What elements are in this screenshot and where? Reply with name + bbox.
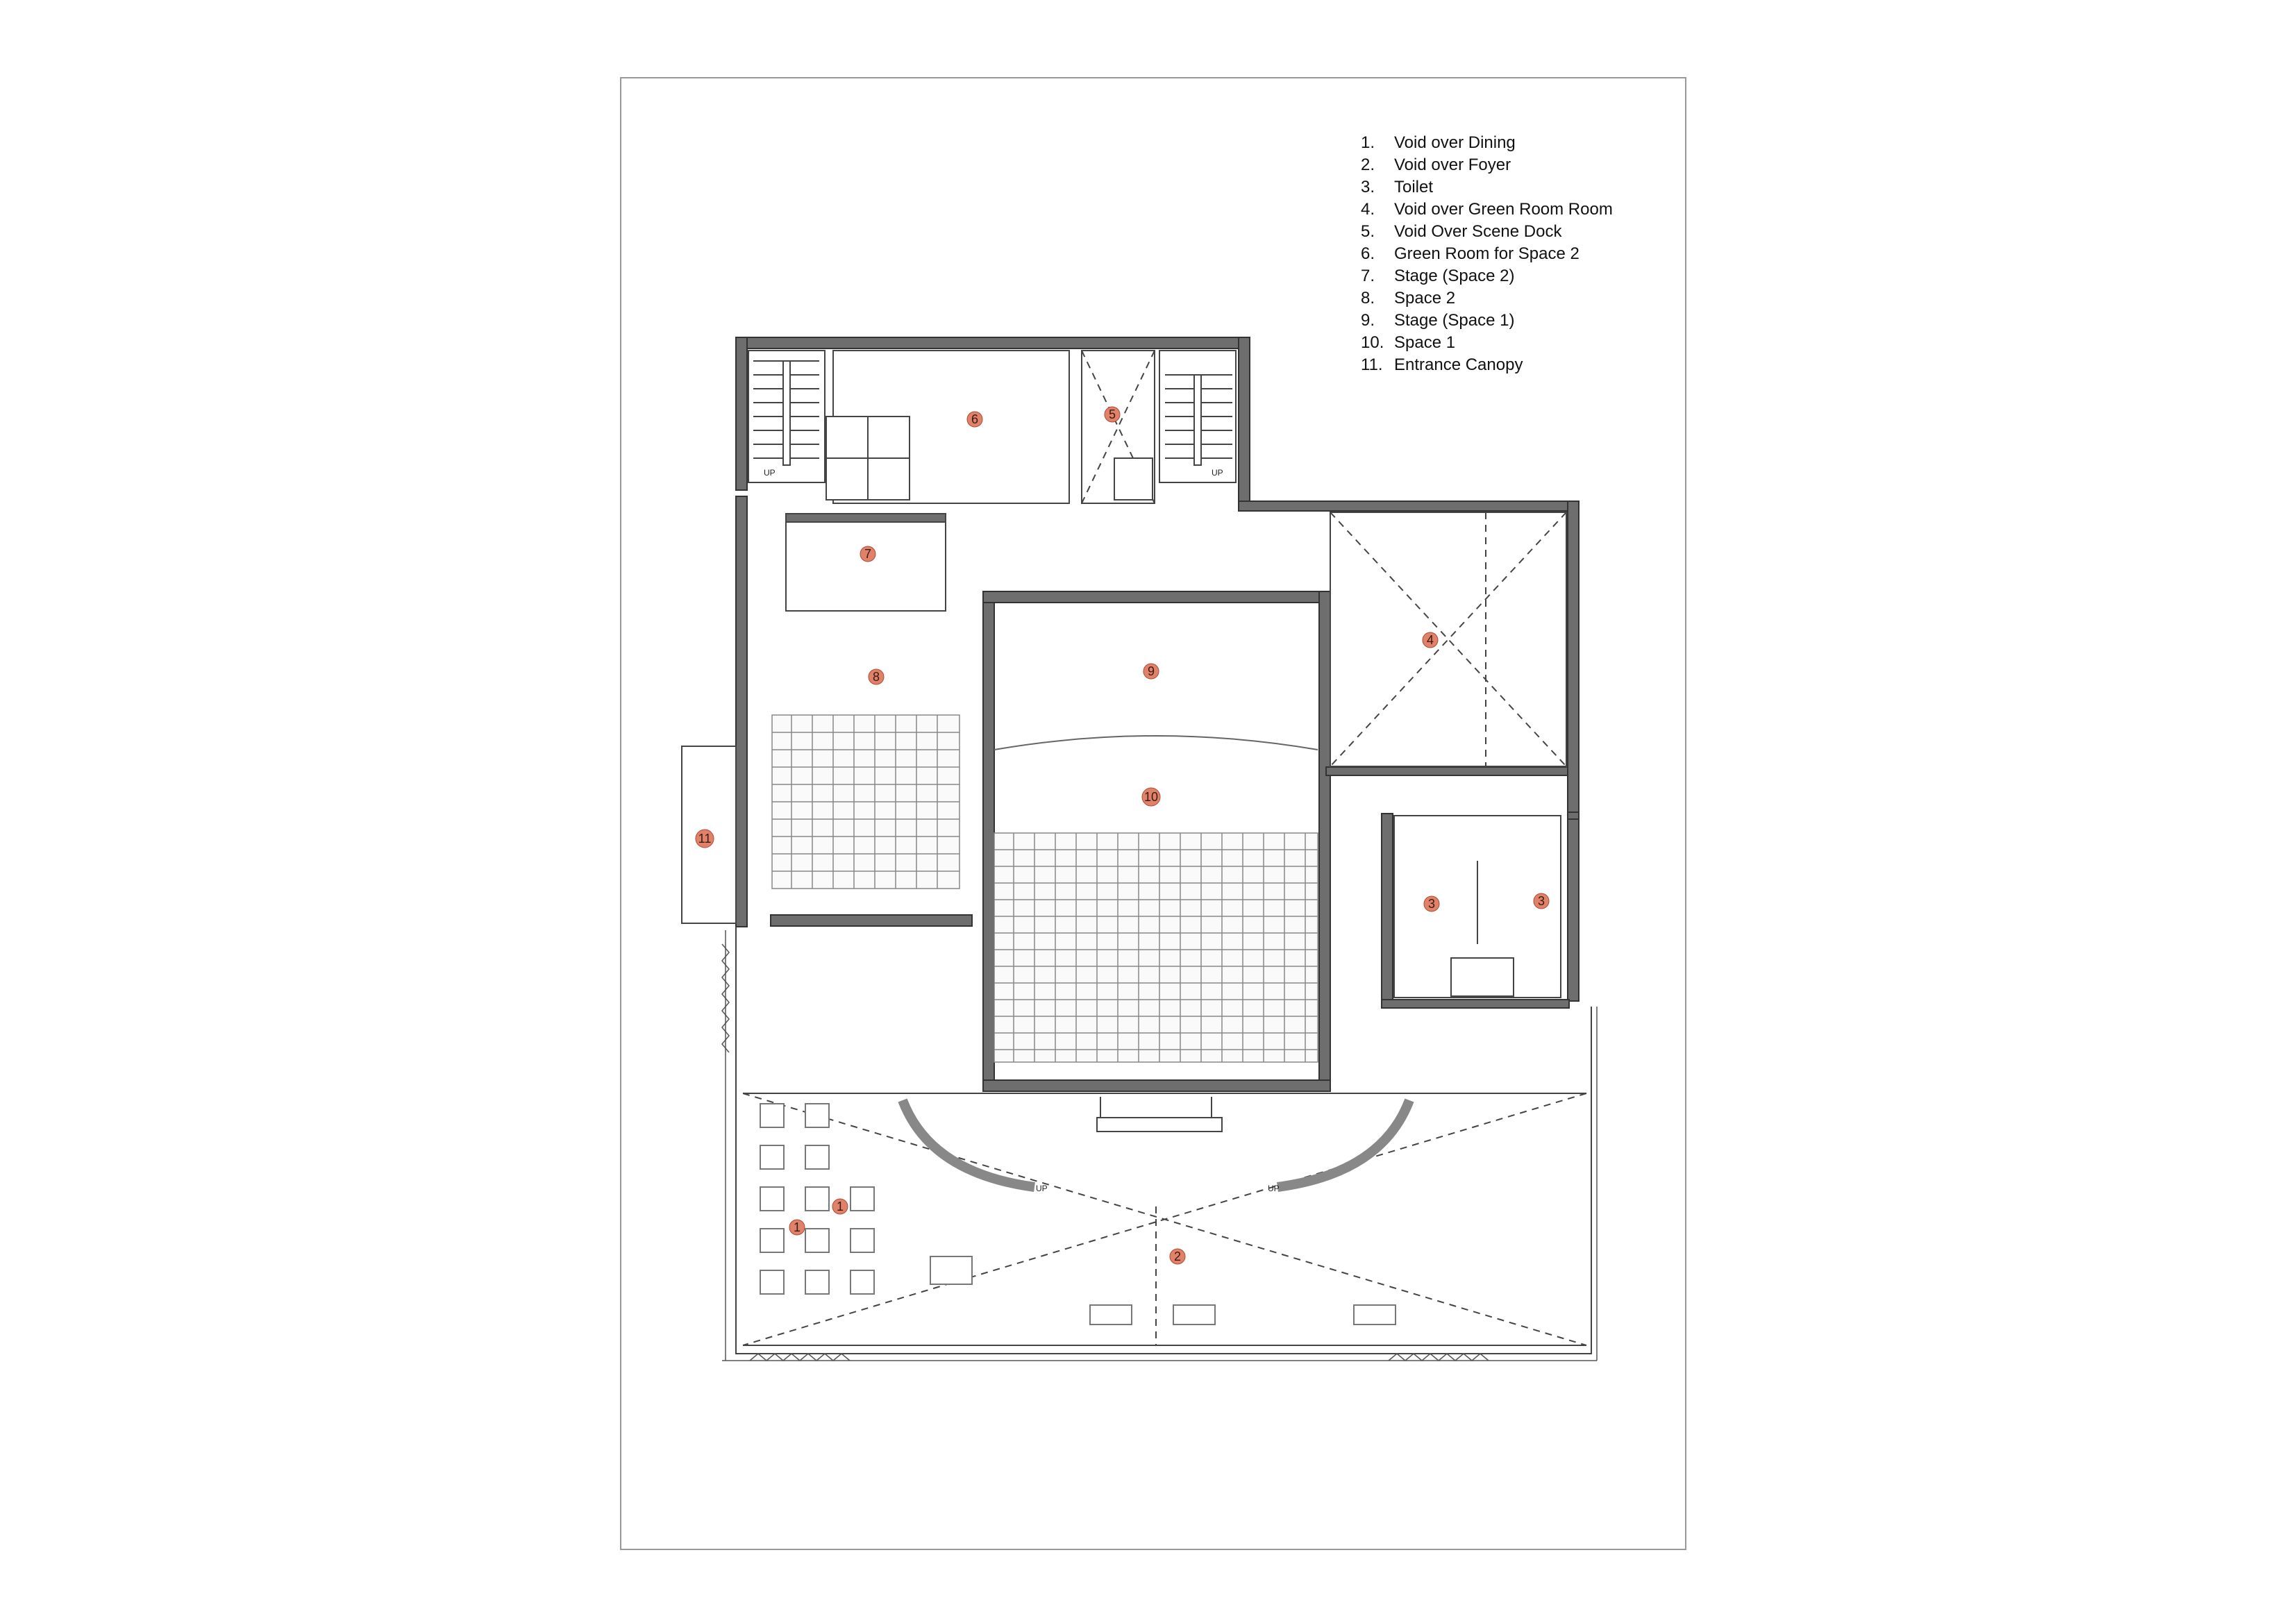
legend-label: Stage (Space 2) <box>1394 267 1515 285</box>
legend-label: Void over Green Room Room <box>1394 200 1613 219</box>
foyer-void <box>735 927 1592 1354</box>
legend-label: Stage (Space 1) <box>1394 311 1515 330</box>
perimeter-fins <box>721 930 1598 1361</box>
svg-text:5: 5 <box>1109 407 1116 421</box>
legend-item: 11. Entrance Canopy <box>1361 354 1750 376</box>
legend-number: 7. <box>1361 267 1375 285</box>
dining-tables <box>760 1103 1396 1325</box>
legend-number: 6. <box>1361 244 1375 263</box>
legend-label: Space 1 <box>1394 333 1456 352</box>
legend-item: 5. Void Over Scene Dock <box>1361 221 1750 243</box>
room-legend: 1. Void over Dining 2. Void over Foyer 3. T… <box>1361 132 1750 376</box>
interior-walls <box>770 591 1570 1092</box>
stage-space-2 <box>785 513 946 612</box>
toilet-cluster-top <box>826 416 910 501</box>
svg-text:6: 6 <box>971 412 978 426</box>
legend-number: 9. <box>1361 311 1375 330</box>
stair-label: UP <box>764 468 776 478</box>
legend-label: Green Room for Space 2 <box>1394 244 1579 263</box>
legend-number: 3. <box>1361 178 1375 196</box>
legend-label: Void Over Scene Dock <box>1394 222 1562 241</box>
svg-text:11: 11 <box>698 832 712 846</box>
stair-label: UP <box>1268 1184 1280 1193</box>
stair-tower-left <box>748 350 826 483</box>
green-room-void <box>1330 512 1567 767</box>
svg-text:4: 4 <box>1427 633 1434 647</box>
room-marker-3b: 3 <box>1533 893 1550 909</box>
building-plan: UP UP UP UP <box>681 337 1598 1361</box>
room-marker-3a: 3 <box>1423 895 1440 912</box>
sheet-border <box>620 77 1686 1550</box>
svg-text:3: 3 <box>1428 897 1435 911</box>
legend-label: Toilet <box>1394 178 1434 196</box>
svg-text:3: 3 <box>1538 894 1545 908</box>
space-2-seating <box>771 714 960 889</box>
room-marker-5: 5 <box>1104 406 1121 423</box>
room-marker-10: 10 <box>1141 787 1161 807</box>
legend-item: 1. Void over Dining <box>1361 132 1750 154</box>
legend-item: 3. Toilet <box>1361 176 1750 199</box>
lift-top <box>1114 457 1153 501</box>
room-markers: 1 1 2 3 3 4 5 6 7 8 9 10 11 <box>695 406 1550 1265</box>
svg-text:7: 7 <box>864 547 871 561</box>
room-marker-8: 8 <box>868 668 885 685</box>
stair-tower-right <box>1159 350 1237 483</box>
legend-number: 4. <box>1361 200 1375 219</box>
svg-text:9: 9 <box>1148 664 1155 678</box>
room-marker-1a: 1 <box>789 1219 805 1236</box>
stair-label: UP <box>1036 1184 1048 1193</box>
room-marker-6: 6 <box>966 411 983 428</box>
legend-item: 8. Space 2 <box>1361 287 1750 310</box>
legend-number: 2. <box>1361 155 1375 174</box>
svg-text:1: 1 <box>837 1200 844 1213</box>
legend-number: 8. <box>1361 289 1375 308</box>
svg-text:2: 2 <box>1174 1250 1181 1263</box>
svg-text:8: 8 <box>873 670 880 684</box>
legend-number: 10. <box>1361 333 1384 352</box>
legend-number: 1. <box>1361 133 1375 152</box>
toilet-block <box>1393 815 1561 998</box>
legend-item: 7. Stage (Space 2) <box>1361 265 1750 287</box>
room-marker-11: 11 <box>695 829 714 848</box>
legend-item: 4. Void over Green Room Room <box>1361 199 1750 221</box>
room-marker-7: 7 <box>860 546 876 562</box>
room-marker-2: 2 <box>1169 1248 1186 1265</box>
legend-label: Void over Foyer <box>1394 155 1511 174</box>
space-1-seating <box>994 832 1318 1063</box>
room-marker-4: 4 <box>1422 632 1439 648</box>
svg-text:1: 1 <box>794 1220 801 1234</box>
legend-label: Void over Dining <box>1394 133 1516 152</box>
legend-number: 5. <box>1361 222 1375 241</box>
proscenium-arc <box>994 735 1318 750</box>
legend-item: 6. Green Room for Space 2 <box>1361 243 1750 265</box>
legend-item: 10. Space 1 <box>1361 332 1750 354</box>
svg-text:10: 10 <box>1144 790 1158 804</box>
legend-item: 9. Stage (Space 1) <box>1361 310 1750 332</box>
legend-label: Space 2 <box>1394 289 1456 308</box>
room-marker-1b: 1 <box>832 1198 848 1215</box>
exterior-walls <box>735 337 1579 1002</box>
room-marker-9: 9 <box>1143 663 1159 680</box>
legend-number: 11. <box>1361 355 1383 374</box>
stair-label: UP <box>1212 468 1223 478</box>
legend-item: 2. Void over Foyer <box>1361 154 1750 176</box>
legend-label: Entrance Canopy <box>1394 355 1523 374</box>
